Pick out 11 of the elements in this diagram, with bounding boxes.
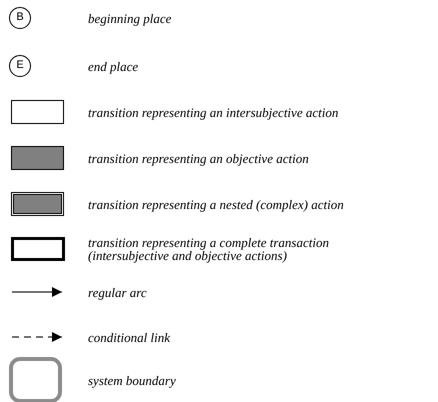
place-letter: E	[15, 60, 25, 71]
legend-text: transition representing a nested (complex) action	[88, 198, 345, 210]
place-letter: B	[15, 12, 25, 23]
legend-text: system boundary	[88, 374, 177, 386]
legend-text: transition representing an intersubjective action	[88, 106, 340, 118]
legend-text: regular arc	[88, 286, 148, 298]
legend-text: end place	[88, 60, 140, 72]
legend-text: transition representing an objective action	[88, 152, 310, 164]
legend-text: conditional link	[88, 330, 172, 344]
legend-text: beginning place	[88, 12, 172, 24]
legend-text: transition representing a complete transaction (intersubjective and objective actions)	[88, 236, 330, 262]
